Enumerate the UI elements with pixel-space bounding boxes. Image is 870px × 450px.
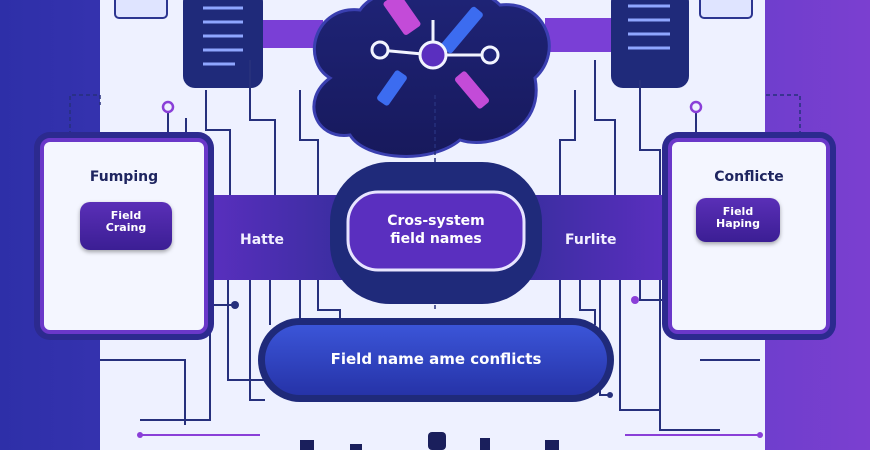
- center-pill-line1: Cros-system: [387, 213, 485, 229]
- left-chip-line2: Craing: [105, 221, 147, 234]
- left-card: Fumping Field Craing: [40, 138, 208, 334]
- left-card-title: Fumping: [89, 169, 159, 185]
- band-right-label: Furlite: [565, 232, 617, 248]
- connector-nodes: [137, 100, 763, 438]
- right-chip-line1: Field: [722, 205, 754, 218]
- bottom-pill-label[interactable]: Field name ame conflicts: [330, 350, 542, 368]
- top-right-document: [545, 0, 753, 88]
- top-left-document: [114, 0, 323, 88]
- center-pill-line2: field names: [390, 231, 482, 247]
- right-card: Conflicte Field Haping: [668, 138, 830, 334]
- hub-cloud: [312, 0, 551, 158]
- left-chip-line1: Field: [110, 209, 142, 222]
- network-node-icon: [370, 0, 500, 109]
- connector-lines: [100, 60, 760, 431]
- center-pill-text[interactable]: Cros-system field names: [350, 212, 522, 248]
- band-left-label: Hatte: [240, 232, 285, 248]
- right-card-chip[interactable]: Field Haping: [696, 198, 780, 242]
- left-card-chip[interactable]: Field Craing: [80, 202, 172, 250]
- right-card-title: Conflicte: [714, 169, 784, 185]
- right-chip-line2: Haping: [716, 217, 760, 230]
- bottom-pill-shape: [265, 325, 607, 395]
